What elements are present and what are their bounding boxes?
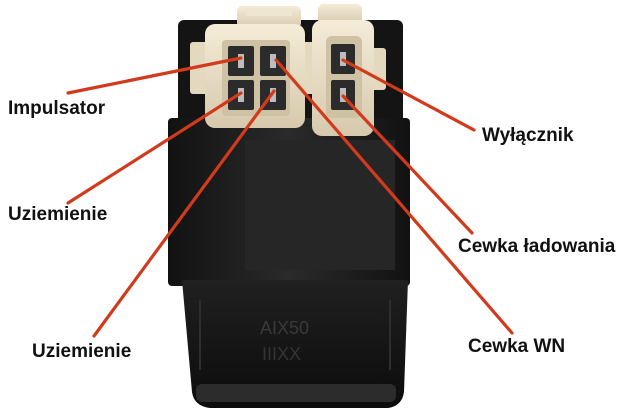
module-lower-lip [196, 384, 396, 402]
label-wylacznik: Wyłącznik [482, 125, 574, 146]
label-uziemienie-2: Uziemienie [32, 341, 132, 362]
label-impulsator: Impulsator [8, 98, 106, 119]
leader-line-uziemienie-2 [92, 89, 276, 338]
leader-lines [66, 56, 514, 338]
label-cewka-ladowania: Cewka ładowania [458, 236, 616, 257]
label-cewka-wn: Cewka WN [468, 336, 566, 357]
connector-4-pin [190, 6, 318, 128]
label-uziemienie-1: Uziemienie [8, 204, 108, 225]
leader-line-impulsator [66, 56, 243, 95]
leader-line-cewka-ladowania [341, 94, 474, 235]
leader-line-wylacznik [341, 58, 476, 132]
leader-line-cewka-wn [274, 58, 514, 335]
module-center-panel [245, 140, 395, 270]
device-code-engraving: IIIXX [262, 344, 301, 364]
device-model-engraving: AIX50 [260, 318, 309, 338]
connector-2-pin [312, 4, 386, 136]
leader-line-uziemienie-1 [66, 91, 243, 205]
module-lower-housing [182, 280, 408, 408]
